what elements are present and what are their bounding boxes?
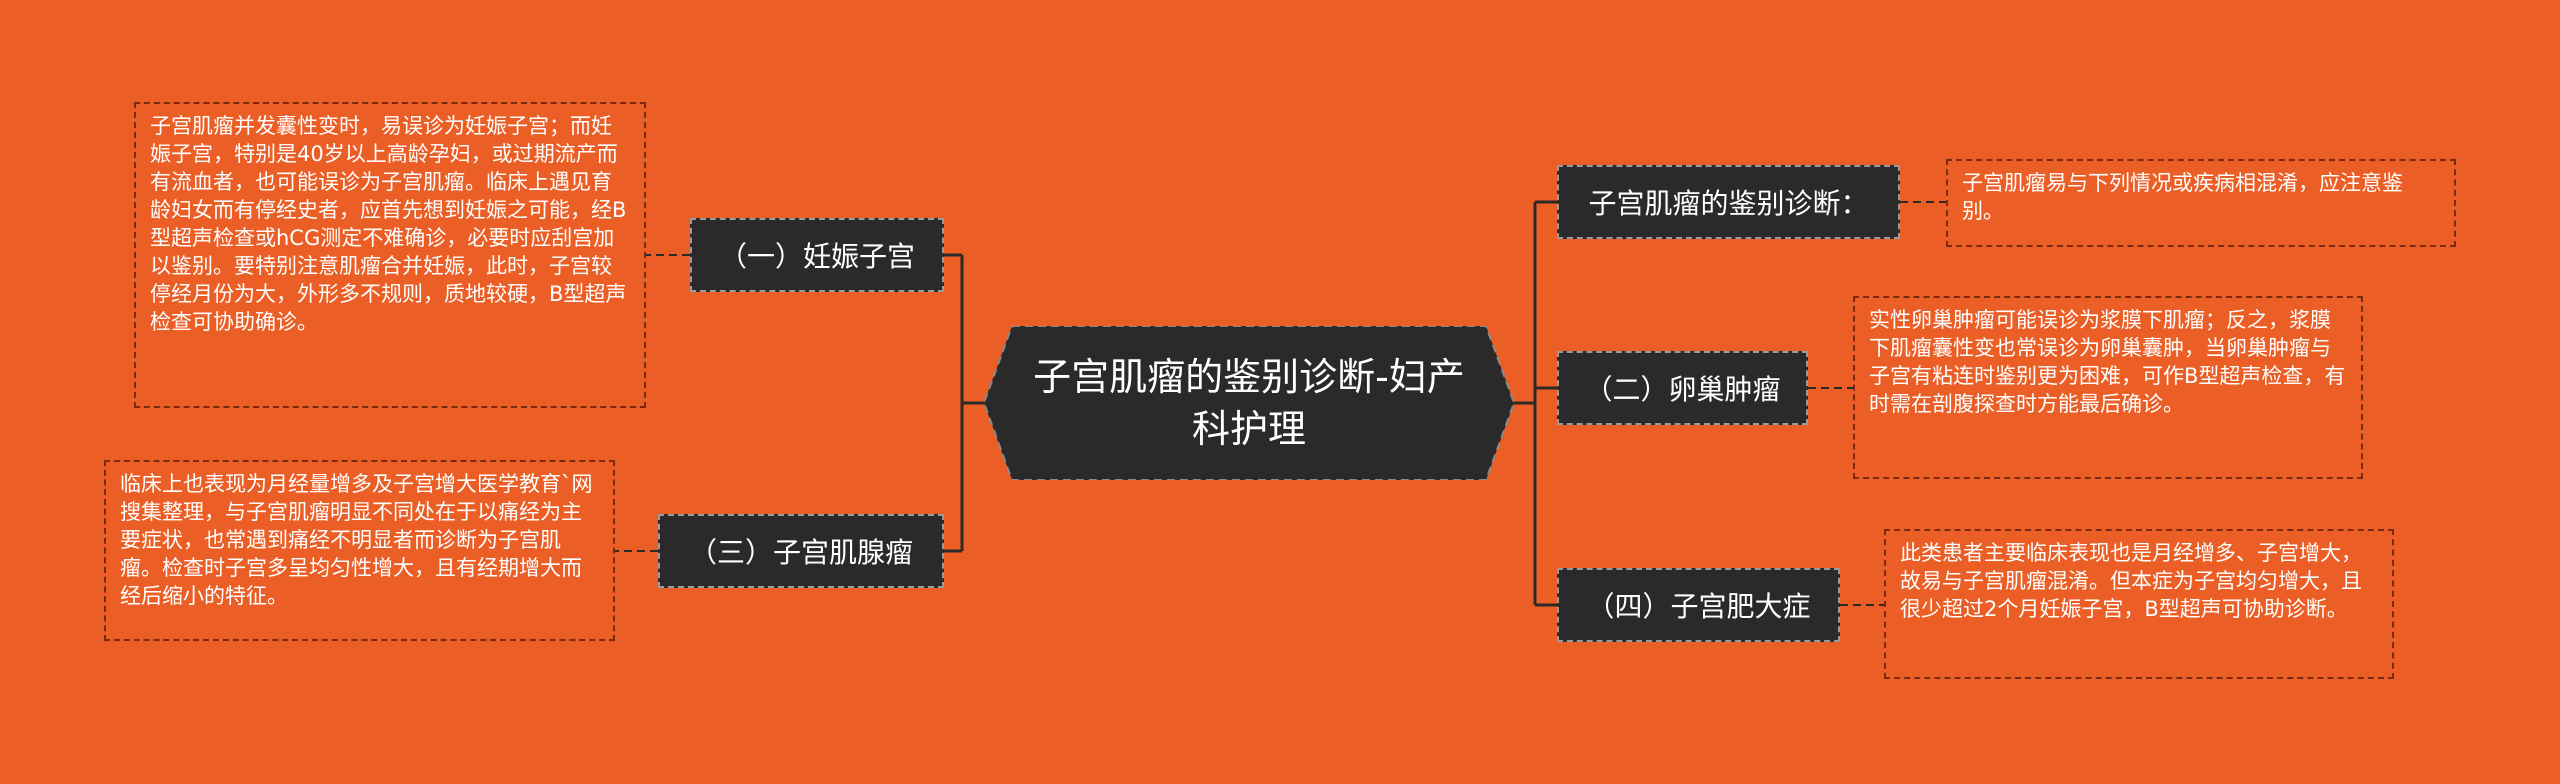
central-topic-title: 子宫肌瘤的鉴别诊断-妇产科护理 [1033, 355, 1465, 451]
central-topic-shape [984, 326, 1514, 480]
note-uterine-hypertrophy: 此类患者主要临床表现也是月经增多、子宫增大，故易与子宫肌瘤混淆。但本症为子宫均匀… [1884, 529, 2394, 679]
note-differential-diagnosis: 子宫肌瘤易与下列情况或疾病相混淆，应注意鉴别。 [1946, 159, 2456, 247]
note-pregnancy-uterus: 子宫肌瘤并发囊性变时，易误诊为妊娠子宫；而妊娠子宫，特别是40岁以上高龄孕妇，或… [134, 102, 646, 408]
branch-ovarian-tumor[interactable]: （二）卵巢肿瘤 [1557, 351, 1808, 425]
note-adenomyosis: 临床上也表现为月经量增多及子宫增大医学教育`网搜集整理，与子宫肌瘤明显不同处在于… [104, 460, 615, 641]
branch-uterine-hypertrophy-label: （四）子宫肥大症 [1586, 590, 1811, 623]
branch-adenomyosis[interactable]: （三）子宫肌腺瘤 [658, 514, 944, 588]
branch-pregnancy-uterus[interactable]: （一）妊娠子宫 [690, 218, 944, 292]
central-topic[interactable]: 子宫肌瘤的鉴别诊断-妇产科护理 [984, 326, 1514, 480]
branch-differential-diagnosis-label: 子宫肌瘤的鉴别诊断： [1588, 187, 1869, 220]
note-ovarian-tumor: 实性卵巢肿瘤可能误诊为浆膜下肌瘤；反之，浆膜下肌瘤囊性变也常误诊为卵巢囊肿，当卵… [1853, 296, 2363, 479]
branch-uterine-hypertrophy[interactable]: （四）子宫肥大症 [1557, 568, 1840, 642]
branch-pregnancy-uterus-label: （一）妊娠子宫 [718, 240, 915, 273]
branch-ovarian-tumor-label: （二）卵巢肿瘤 [1584, 373, 1781, 406]
branch-differential-diagnosis[interactable]: 子宫肌瘤的鉴别诊断： [1557, 165, 1900, 239]
branch-adenomyosis-label: （三）子宫肌腺瘤 [688, 536, 913, 569]
